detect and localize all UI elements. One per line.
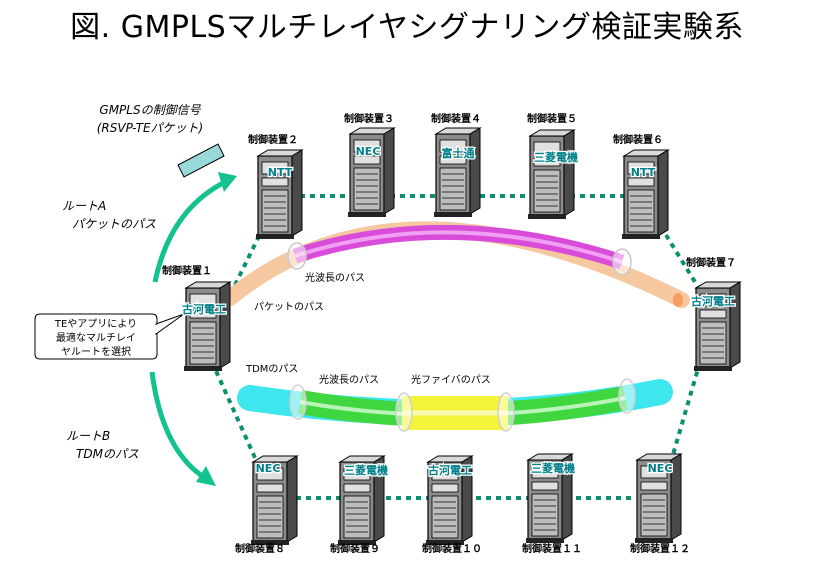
wavelength-path-label-top: 光波長のパス: [305, 271, 365, 284]
route-a-sublabel: パケットのパス: [72, 217, 156, 231]
vendor-label: 古河電工: [428, 463, 472, 477]
device-label: 制御装置１２: [630, 542, 690, 555]
tdm-path-label: TDMのパス: [245, 363, 298, 375]
route-b-arrow: [149, 371, 216, 486]
callout-box: [34, 313, 185, 360]
vendor-label: NTT: [631, 166, 656, 179]
route-a-arrow: [152, 172, 237, 283]
route-b-label: ルートB: [66, 429, 110, 443]
packet-path-tube: [222, 221, 690, 308]
server-icon: [183, 281, 231, 372]
server-icon: [621, 149, 669, 240]
device-11: 制御装置１１ 三菱電機: [522, 453, 582, 555]
device-5: 制御装置５ 三菱電機: [527, 112, 579, 220]
vendor-label: 三菱電機: [344, 463, 388, 477]
vendor-label: 三菱電機: [534, 150, 578, 164]
vendor-label: NEC: [256, 462, 281, 475]
route-a-label: ルートA: [62, 199, 106, 213]
device-1: 制御装置１ 古河電工: [162, 264, 231, 372]
vendor-label: 三菱電機: [531, 461, 575, 475]
route-b-sublabel: TDMのパス: [76, 447, 139, 461]
device-label: 制御装置３: [344, 112, 394, 125]
callout-line-3: ヤルートを選択: [61, 345, 131, 358]
signal-label-1: GMPLSの制御信号: [99, 103, 201, 117]
device-label: 制御装置１１: [522, 542, 582, 555]
callout-line-1: TEやアプリにより: [54, 318, 137, 330]
device-label: 制御装置２: [248, 133, 298, 146]
device-label: 制御装置６: [613, 133, 663, 146]
fiber-path-label: 光ファイバのパス: [411, 373, 491, 386]
callout-line-2: 最適なマルチレイ: [56, 331, 136, 344]
device-label: 制御装置５: [527, 112, 577, 125]
vendor-label: NEC: [356, 145, 381, 158]
device-10: 制御装置１０ 古河電工: [422, 455, 482, 555]
wavelength-path-label-bottom: 光波長のパス: [319, 373, 379, 386]
packet-path-label: パケットのパス: [254, 301, 324, 313]
tdm-path-tube: [237, 378, 673, 432]
device-12: 制御装置１２ NEC: [630, 453, 690, 555]
vendor-label: NTT: [268, 166, 293, 179]
device-label: 制御装置９: [330, 542, 380, 555]
device-4: 制御装置４ 富士通: [431, 112, 481, 218]
server-icon: [433, 127, 481, 218]
device-label: 制御装置４: [431, 112, 481, 125]
server-icon: [527, 129, 575, 220]
signal-label-2: (RSVP-TEパケット): [97, 121, 203, 135]
vendor-label: 古河電工: [182, 302, 226, 316]
device-label: 制御装置７: [686, 256, 736, 269]
device-8: 制御装置８ NEC: [235, 455, 298, 555]
vendor-label: NEC: [648, 462, 673, 475]
server-icon: [347, 127, 395, 218]
device-7: 制御装置７ 古河電工: [686, 256, 741, 372]
server-icon: [255, 149, 303, 240]
vendor-label: 古河電工: [691, 294, 735, 308]
device-label: 制御装置８: [235, 542, 285, 555]
figure-title: 図. GMPLSマルチレイヤシグナリング検証実験系: [70, 10, 744, 45]
network-links: [210, 194, 702, 500]
rsvp-packet-icon: [177, 143, 225, 178]
device-9: 制御装置９ 三菱電機: [330, 455, 389, 555]
device-label: 制御装置１０: [422, 542, 482, 555]
device-label: 制御装置１: [162, 264, 212, 277]
vendor-label: 富士通: [442, 146, 475, 160]
